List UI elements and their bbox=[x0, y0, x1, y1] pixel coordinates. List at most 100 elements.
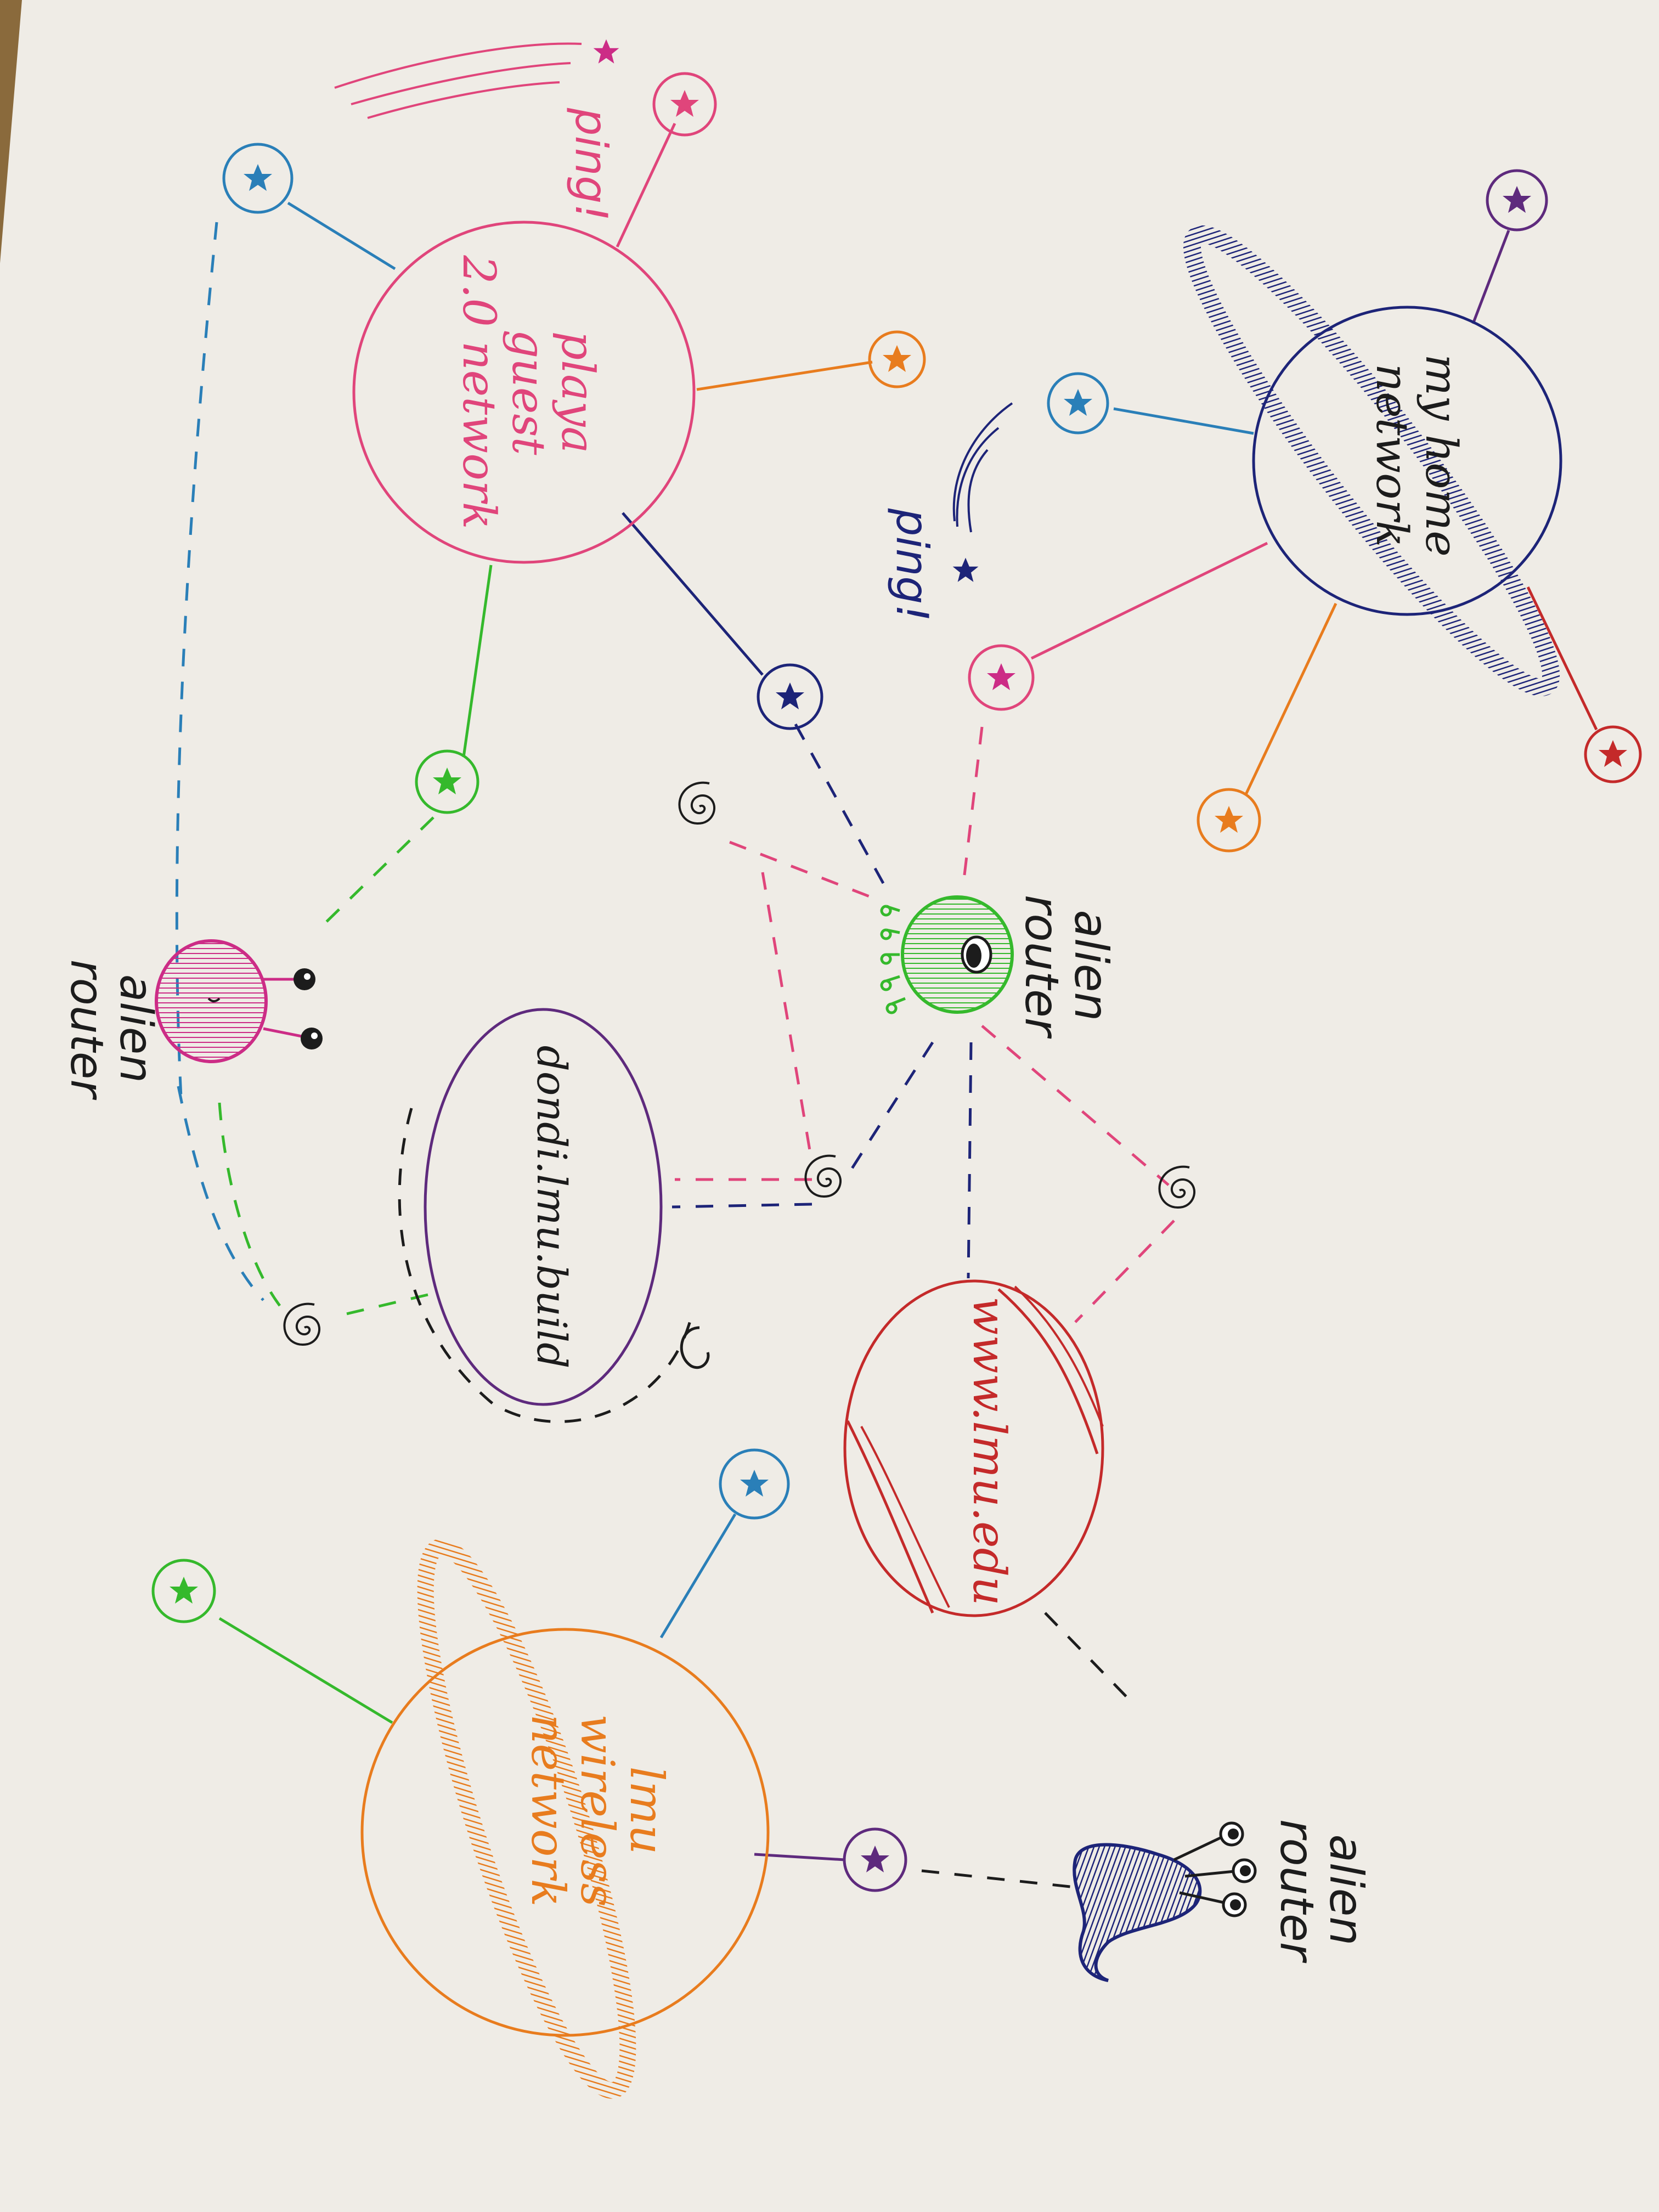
link-wireless-green-star bbox=[218, 1617, 393, 1724]
dash-www-to-blue-router bbox=[1044, 1612, 1137, 1707]
ping-middle-label: ping! bbox=[887, 508, 938, 622]
lmu-wireless-network-planet: lmu wireless network bbox=[360, 1538, 770, 2099]
home-network-planet: my home network bbox=[1183, 225, 1562, 697]
pink-router-label-line1: alien bbox=[110, 974, 162, 1083]
pink-alien-router: alien router bbox=[60, 939, 323, 1100]
lmu-wireless-label-line1: lmu bbox=[620, 1767, 674, 1855]
link-wireless-teal-star bbox=[659, 1513, 737, 1639]
dash-spiral-to-dondi-navy bbox=[672, 1203, 812, 1209]
blue-alien-router: alien router bbox=[1073, 1819, 1373, 1982]
link-guest-green-star bbox=[462, 565, 493, 758]
green-router-label-line2: router bbox=[1015, 895, 1069, 1039]
dash-teal-star-to-pink-router bbox=[175, 222, 218, 1098]
player-guest-planet-outline bbox=[352, 221, 696, 564]
lmu-wireless-label-line3: network bbox=[521, 1714, 575, 1906]
player-guest-network-planet: playa guest 2.0 network bbox=[352, 221, 696, 564]
pink-router-eyes bbox=[263, 968, 323, 1049]
dash-green-router-to-www bbox=[967, 1042, 973, 1279]
lmu-wireless-label-line2: wireless bbox=[571, 1714, 624, 1906]
dash-dondi-to-bottom-spiral bbox=[334, 1293, 428, 1318]
green-router-label-line1: alien bbox=[1064, 910, 1118, 1021]
star-icon bbox=[1197, 788, 1261, 853]
www-planet-band-2 bbox=[1014, 1285, 1104, 1427]
dash-pink-router-to-spiral-green bbox=[218, 1102, 281, 1307]
ping-top-trail-1 bbox=[334, 42, 582, 89]
ping-top: ping! bbox=[334, 39, 619, 222]
blue-router-eyestalks bbox=[1173, 1833, 1240, 1905]
www-planet-band-3 bbox=[846, 1420, 934, 1613]
star-icon bbox=[757, 663, 823, 730]
dash-green-router-to-right-spiral bbox=[981, 1025, 1170, 1186]
blue-router-body bbox=[1073, 1843, 1202, 1982]
dash-spiral-to-spiral bbox=[761, 872, 814, 1164]
www-label: www.lmu.edu bbox=[963, 1296, 1015, 1606]
dash-pink-router-to-spiral-teal bbox=[177, 1086, 264, 1301]
dash-green-star-to-pink-router bbox=[320, 816, 435, 928]
ping-middle-trail-2 bbox=[956, 427, 1000, 527]
www-planet-band-4 bbox=[860, 1426, 950, 1608]
green-router-legs bbox=[880, 905, 906, 1014]
star-icon bbox=[868, 330, 926, 388]
star-icon bbox=[719, 1448, 790, 1520]
dondi-label: dondi.lmu.build bbox=[528, 1046, 575, 1369]
link-home-red-star bbox=[1526, 586, 1598, 731]
star-icon bbox=[151, 1559, 216, 1623]
green-router-body bbox=[901, 895, 1014, 1014]
dondi-lmu-build-planet: dondi.lmu.build bbox=[398, 1008, 710, 1423]
pink-router-label-line2: router bbox=[60, 960, 112, 1100]
www-planet-outline bbox=[843, 1279, 1104, 1617]
star-icon bbox=[1047, 372, 1109, 435]
star-icon bbox=[843, 1827, 907, 1892]
pink-router-mouth bbox=[207, 997, 221, 1002]
www-planet-band-1 bbox=[997, 1288, 1099, 1454]
home-label-line2: network bbox=[1367, 364, 1418, 547]
player-guest-label-line1: playa bbox=[551, 331, 603, 454]
ping-top-trail-3 bbox=[367, 81, 560, 119]
link-guest-red-star bbox=[616, 122, 676, 248]
player-guest-label-line3: 2.0 network bbox=[453, 255, 505, 529]
green-alien-router: alien router bbox=[880, 895, 1118, 1039]
star-icon bbox=[1486, 169, 1548, 232]
star-icon bbox=[222, 143, 294, 214]
table-edge bbox=[0, 0, 22, 263]
star-icon bbox=[968, 644, 1035, 711]
dash-right-spiral-to-www bbox=[1074, 1220, 1175, 1323]
dash-purple-star-to-blue-router bbox=[921, 1869, 1076, 1889]
dondi-planet-outline bbox=[424, 1008, 663, 1406]
link-home-teal-star bbox=[1113, 407, 1254, 435]
ping-top-trail-2 bbox=[351, 62, 571, 105]
device-stars bbox=[151, 72, 1642, 1892]
star-icon bbox=[1584, 725, 1642, 783]
blue-router-label-line1: alien bbox=[1319, 1834, 1373, 1945]
player-guest-label-line2: guest bbox=[502, 330, 554, 456]
connections bbox=[175, 122, 1598, 1889]
www-lmu-edu-planet: www.lmu.edu bbox=[843, 1279, 1104, 1617]
link-home-orange-star bbox=[1244, 602, 1338, 797]
link-guest-teal-star bbox=[287, 201, 396, 270]
home-planet-outline bbox=[1252, 306, 1562, 616]
dondi-moon bbox=[680, 1326, 710, 1369]
ping-middle-trail-3 bbox=[967, 449, 989, 533]
link-guest-navy-star bbox=[622, 512, 764, 676]
ping-middle: ping! bbox=[887, 402, 1013, 622]
lmu-wireless-planet-ring bbox=[417, 1538, 636, 2099]
green-router-pupil bbox=[966, 944, 981, 968]
link-home-pink-star bbox=[1030, 541, 1268, 660]
link-home-purple-star bbox=[1471, 230, 1510, 324]
star-icon bbox=[415, 749, 479, 814]
dondi-orbit-path bbox=[398, 1108, 693, 1423]
link-guest-orange-star bbox=[696, 360, 873, 391]
dash-pink-star-to-green-router bbox=[961, 726, 984, 889]
dash-green-router-to-dondi-spiral bbox=[843, 1041, 934, 1181]
home-label-line1: my home bbox=[1416, 354, 1467, 556]
blue-router-eyes bbox=[1219, 1821, 1257, 1917]
ping-middle-trail-1 bbox=[952, 402, 1013, 522]
home-planet-ring bbox=[1183, 225, 1560, 697]
blue-router-label-line2: router bbox=[1270, 1819, 1324, 1963]
link-wireless-purple-star bbox=[754, 1853, 845, 1861]
ping-top-label: ping! bbox=[566, 108, 617, 222]
star-icon bbox=[652, 72, 717, 137]
dash-spiral-to-green-router bbox=[729, 840, 878, 901]
